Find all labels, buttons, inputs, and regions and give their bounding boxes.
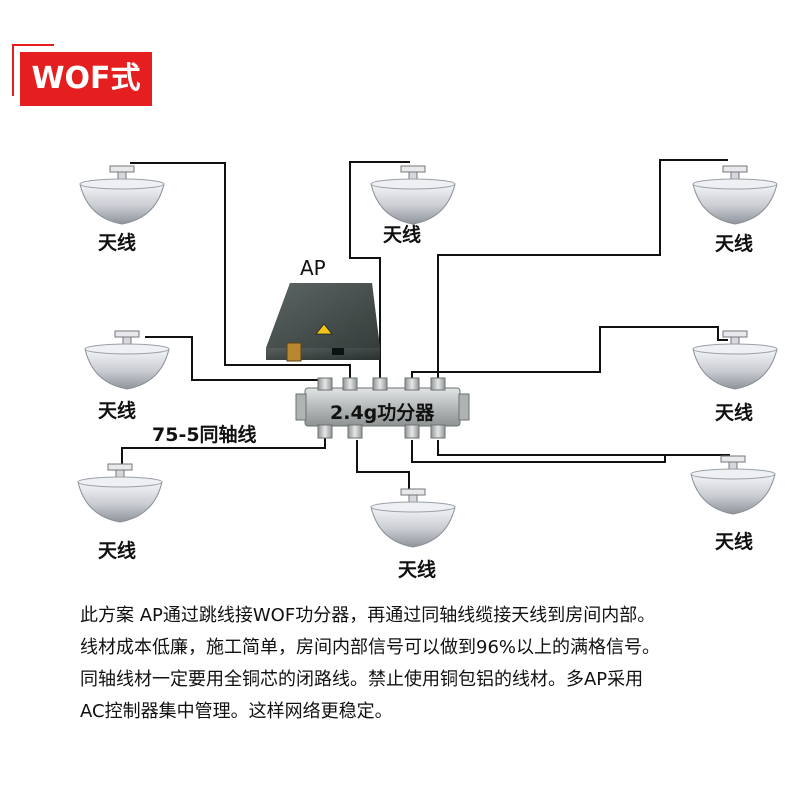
antenna-bottom-center: [370, 488, 456, 548]
antenna-label-mid-right: 天线: [715, 402, 754, 424]
antenna-top-center: [370, 165, 456, 225]
ap-label: AP: [300, 256, 326, 280]
cable-antenna-top-left: [130, 162, 351, 378]
description-line: 同轴线材一定要用全铜芯的闭路线。禁止使用铜包铝的线材。多AP采用: [80, 669, 644, 690]
antenna-label-lower-left: 天线: [98, 540, 137, 562]
antenna-label-lower-right: 天线: [715, 531, 754, 553]
antenna-label-top-center: 天线: [383, 224, 422, 246]
splitter-device: [295, 377, 470, 439]
cable-antenna-lower-left: [121, 435, 326, 470]
cable-label: 75-5同轴线: [152, 424, 257, 446]
description-line: 线材成本低廉，施工简单，房间内部信号可以做到96%以上的满格信号。: [80, 637, 661, 658]
header-badge: WOF式: [20, 52, 152, 106]
description-line: 此方案 AP通过跳线接WOF功分器，再通过同轴线缆接天线到房间内部。: [80, 605, 656, 626]
cable-antenna-top-right: [437, 159, 728, 378]
antenna-mid-right: [692, 330, 778, 390]
ap-antenna-port: [286, 342, 302, 362]
antenna-label-top-right: 天线: [715, 233, 754, 255]
antenna-label-top-left: 天线: [98, 232, 137, 254]
antenna-top-left: [79, 165, 165, 225]
antenna-mid-left: [84, 330, 170, 390]
cable-antenna-mid-right: [411, 326, 728, 378]
description-line: AC控制器集中管理。这样网络更稳定。: [80, 701, 393, 722]
splitter-label: 2.4g功分器: [330, 402, 435, 424]
antenna-lower-left: [77, 463, 163, 523]
antenna-top-right: [692, 165, 778, 225]
cable-antenna-bottom-center: [356, 440, 410, 490]
cable-antenna-top-center: [349, 161, 410, 378]
header-rule-left: [12, 44, 14, 96]
description: 此方案 AP通过跳线接WOF功分器，再通过同轴线缆接天线到房间内部。 线材成本低…: [80, 600, 780, 728]
header-rule-top: [12, 44, 54, 46]
cable-splitter-right: [437, 440, 665, 456]
antenna-label-mid-left: 天线: [98, 400, 137, 422]
cable-antenna-lower-right: [411, 440, 730, 463]
warning-icon: [315, 323, 333, 335]
ap-device: [266, 283, 380, 362]
antenna-label-bottom-center: 天线: [398, 559, 437, 581]
antenna-lower-right: [690, 455, 776, 515]
